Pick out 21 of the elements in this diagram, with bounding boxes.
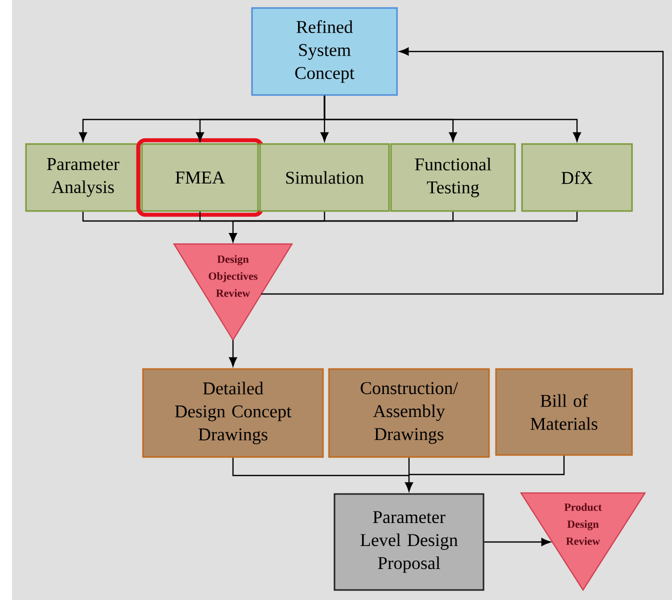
process-box: Simulation <box>259 143 390 212</box>
highlighted-box: FMEA <box>136 138 264 217</box>
connector-line <box>408 458 410 476</box>
connector-line <box>199 212 233 222</box>
process-box: DfX <box>521 143 633 212</box>
process-box: Parameter Analysis <box>25 143 141 212</box>
process-box: Functional Testing <box>390 143 516 212</box>
connector-line <box>233 212 578 222</box>
arrow <box>405 476 414 492</box>
arrow <box>324 96 582 142</box>
arrow <box>229 340 237 367</box>
process-box: Bill of Materials <box>495 368 633 456</box>
concept-box: Refined System Concept <box>251 7 398 96</box>
process-box: Construction/ Assembly Drawings <box>328 368 490 458</box>
arrow <box>261 48 664 295</box>
connector-line <box>409 456 565 476</box>
arrow <box>484 538 551 546</box>
connector-line <box>232 458 409 476</box>
arrow <box>229 221 237 242</box>
process-box: Parameter Level Design Proposal <box>334 493 484 591</box>
process-box: Detailed Design Concept Drawings <box>142 368 324 458</box>
